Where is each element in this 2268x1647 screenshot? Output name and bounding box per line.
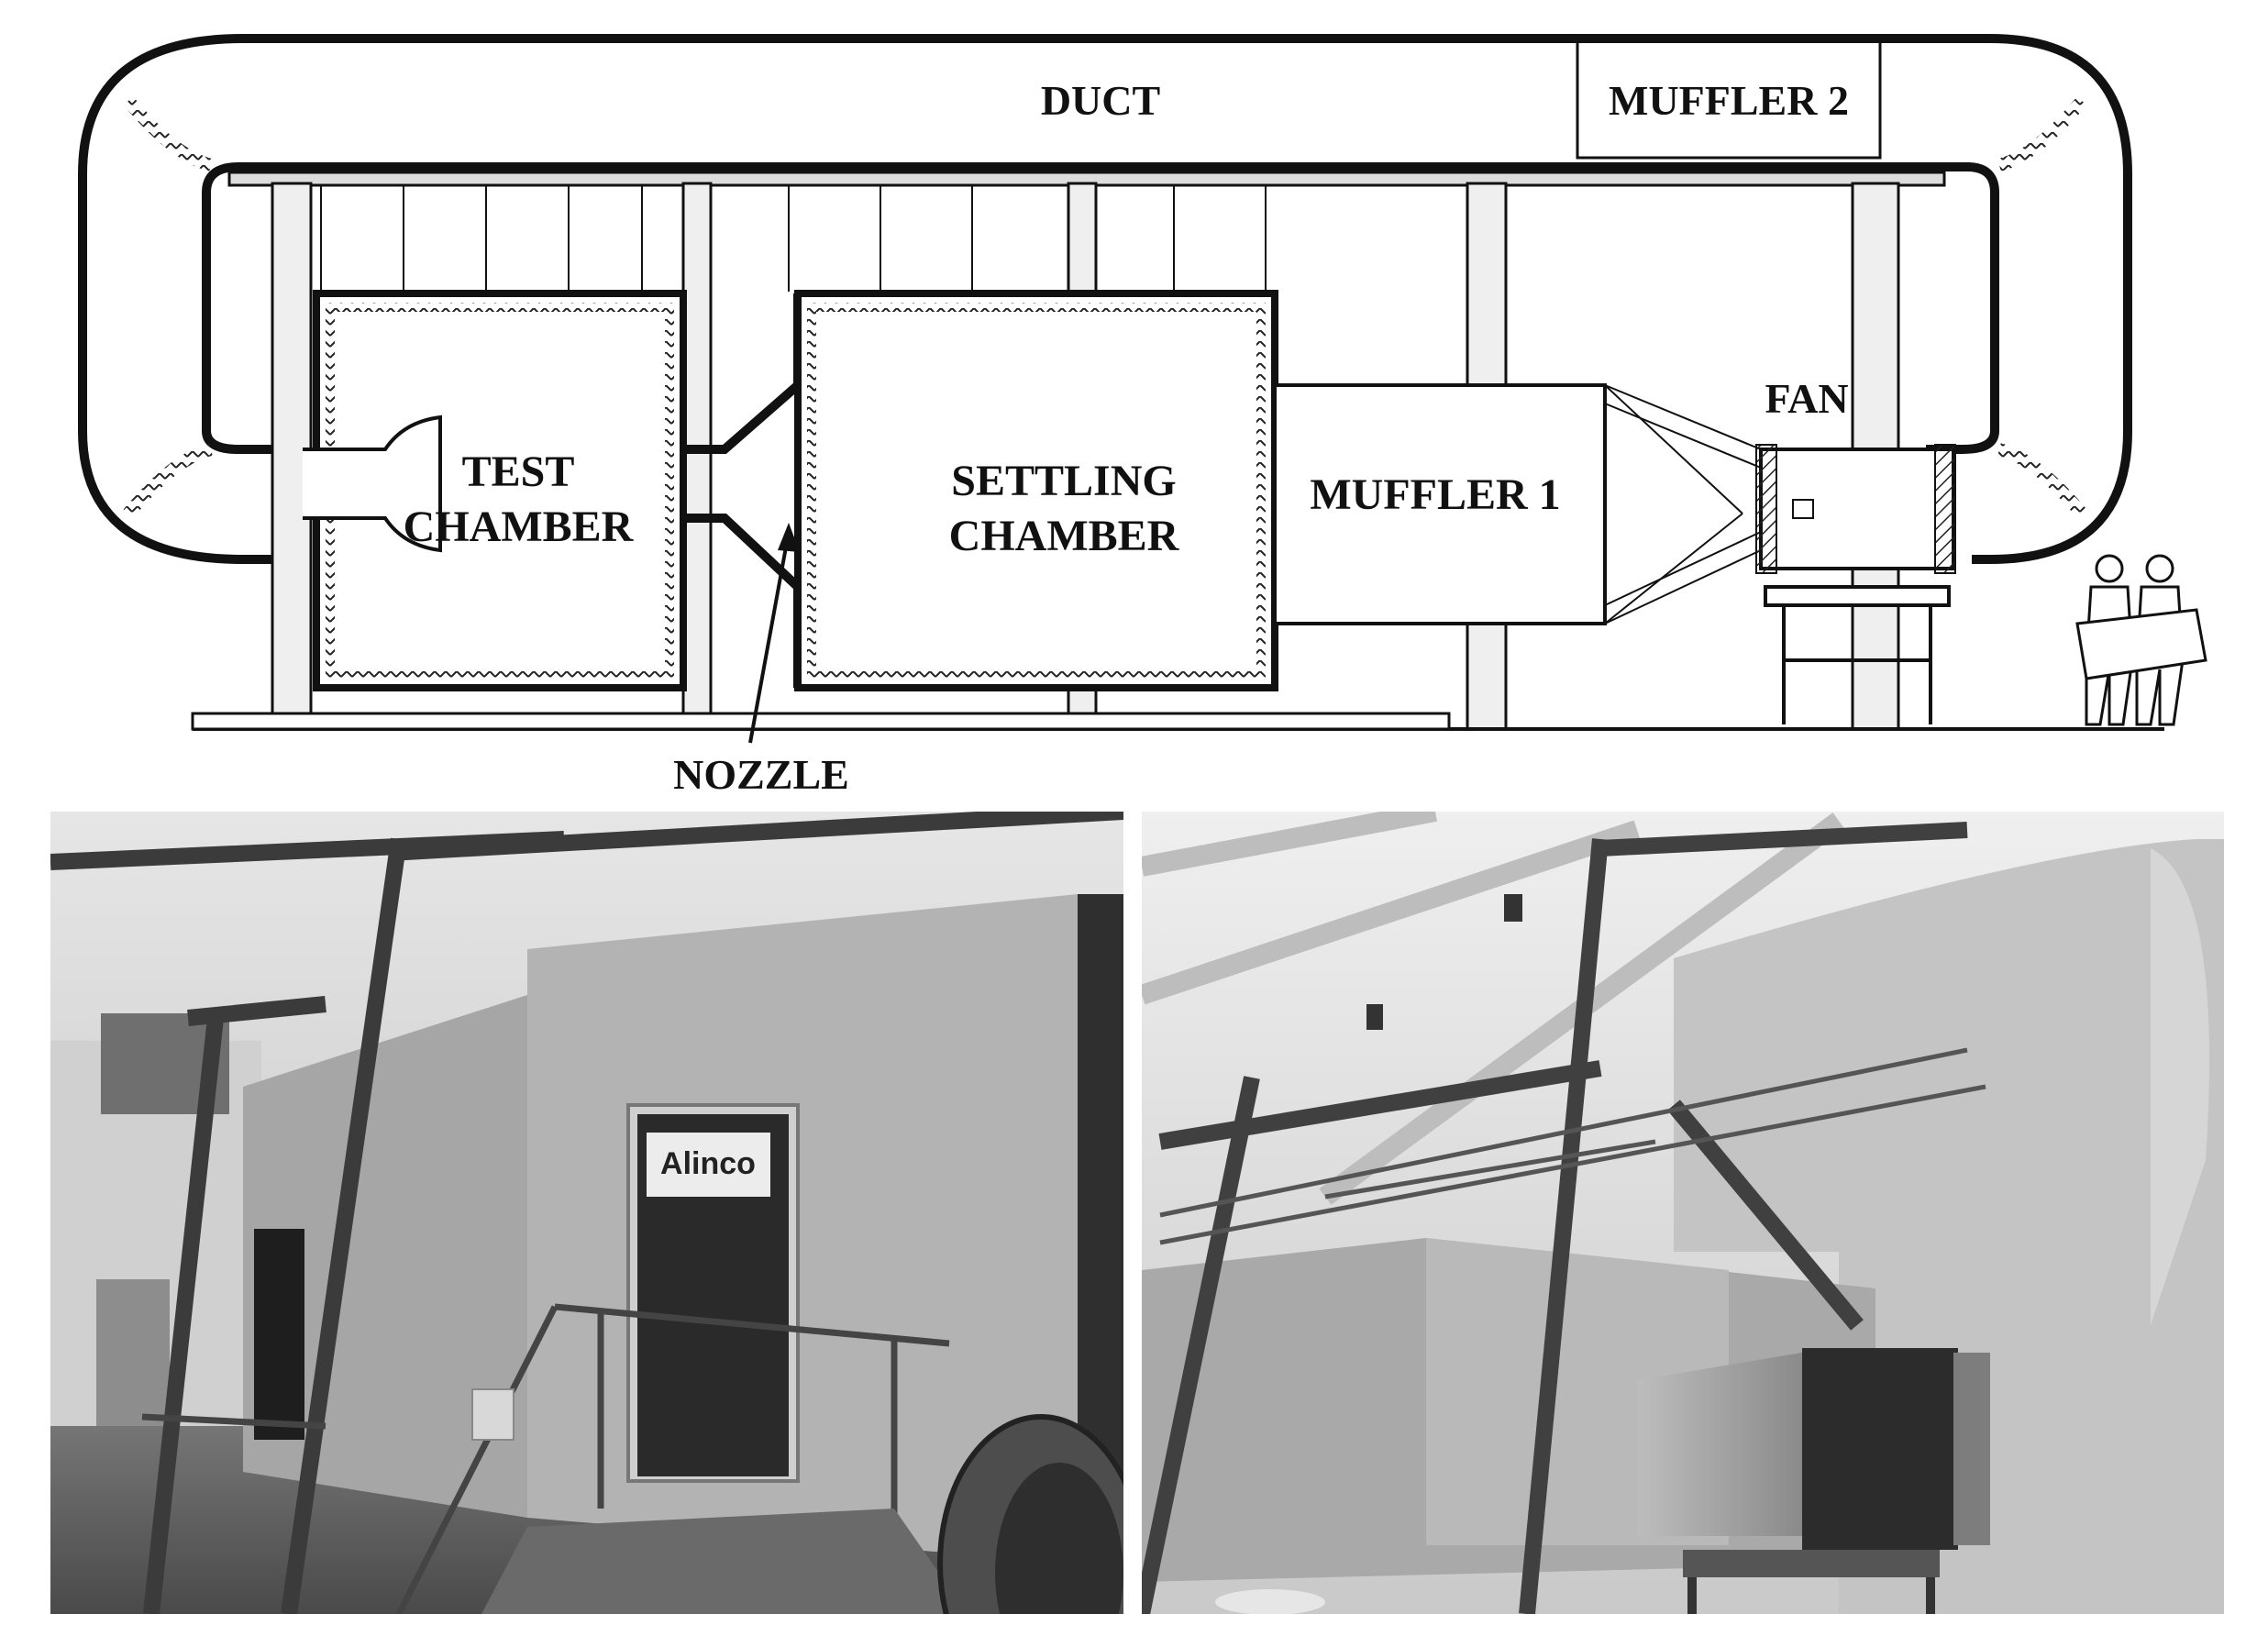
settling-chamber-shell <box>794 290 1278 691</box>
photo-fan-muffler <box>1142 812 2224 1614</box>
label-duct: DUCT <box>1041 77 1160 124</box>
base-platform <box>191 712 1451 731</box>
label-settling-chamber-line2: CHAMBER <box>949 512 1180 560</box>
label-muffler1: MUFFLER 1 <box>1310 470 1560 519</box>
settling-chamber-lining <box>807 303 1266 679</box>
test-chamber-inlet <box>303 415 442 553</box>
diffuser-lines <box>1604 384 1762 625</box>
fan-motor-box <box>1792 499 1814 519</box>
fan-stand <box>1764 585 1951 724</box>
nozzle-arrow-head <box>778 523 800 552</box>
photo-fan-muffler-drawing <box>1142 812 2224 1614</box>
corner-vanes-bottom-right <box>1997 443 2087 518</box>
wind-tunnel-schematic: DUCT MUFFLER 2 TEST CHAMBER SETTLING CHA… <box>78 34 2207 798</box>
fan-flange-left <box>1755 444 1777 574</box>
photo-test-chamber: Alinco <box>50 812 1123 1614</box>
muffler1-box <box>1273 383 1607 625</box>
label-test-chamber-line1: TEST <box>462 448 575 496</box>
photo-test-chamber-drawing: Alinco <box>50 812 1123 1614</box>
door-sign-text: Alinco <box>660 1146 756 1181</box>
muffler2-box <box>1576 37 1882 160</box>
label-muffler2: MUFFLER 2 <box>1609 77 1849 124</box>
corner-vanes-bottom-left <box>123 443 213 518</box>
duct-inner-wall <box>202 162 1999 454</box>
hanger-rods <box>320 185 1267 292</box>
label-fan: FAN <box>1765 375 1848 422</box>
label-test-chamber-line2: CHAMBER <box>404 503 635 551</box>
fan-housing <box>1759 448 1955 570</box>
flow-arrow-icon <box>748 531 791 744</box>
person-figure-icon <box>2075 554 2207 726</box>
duct-outer-wall <box>78 34 2132 564</box>
label-settling-chamber-line1: SETTLING <box>951 457 1176 505</box>
fan-flange-right <box>1934 444 1956 574</box>
label-nozzle: NOZZLE <box>673 751 849 798</box>
corner-vanes-top-left <box>123 96 213 171</box>
corner-vanes-top-right <box>1997 96 2087 171</box>
